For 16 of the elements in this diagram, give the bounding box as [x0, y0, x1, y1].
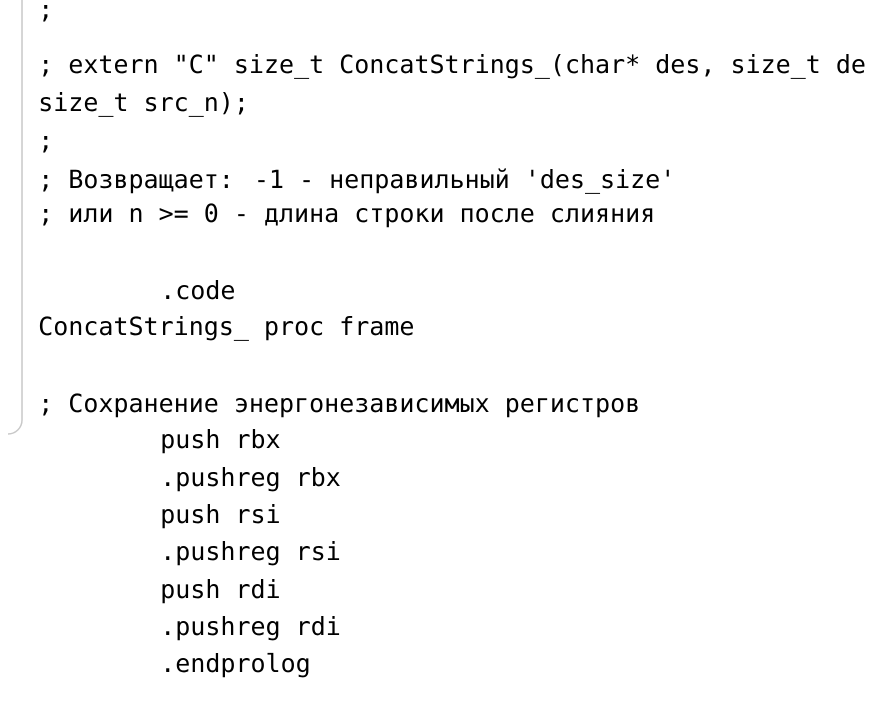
code-line: .code — [166, 280, 234, 300]
code-line: ; — [43, 5, 48, 22]
code-line: .pushreg rsi — [166, 541, 340, 566]
code-line: push rdi — [162, 579, 279, 604]
code-line: ; Возвращает: -1 - неправильный 'des_size' — [43, 168, 669, 194]
code-line: size_t src_n); — [40, 92, 244, 117]
code-line: push rsi — [162, 504, 279, 528]
code-line: ConcatStrings_ proc frame — [40, 316, 413, 341]
code-line: ; extern "C" size_t ConcatStrings_(char* des, size_t de — [43, 54, 864, 79]
code-line: ; Сохранение энергонезависимых регистров — [43, 393, 638, 418]
code-line: .pushreg rdi — [166, 616, 340, 640]
code-line: .endprolog — [166, 652, 308, 678]
code-line: ; — [43, 136, 48, 152]
code-line: push rbx — [162, 429, 280, 454]
code-line: ; или n >= 0 - длина строки после слияния — [43, 203, 652, 228]
code-line: .pushreg rbx — [166, 467, 340, 492]
